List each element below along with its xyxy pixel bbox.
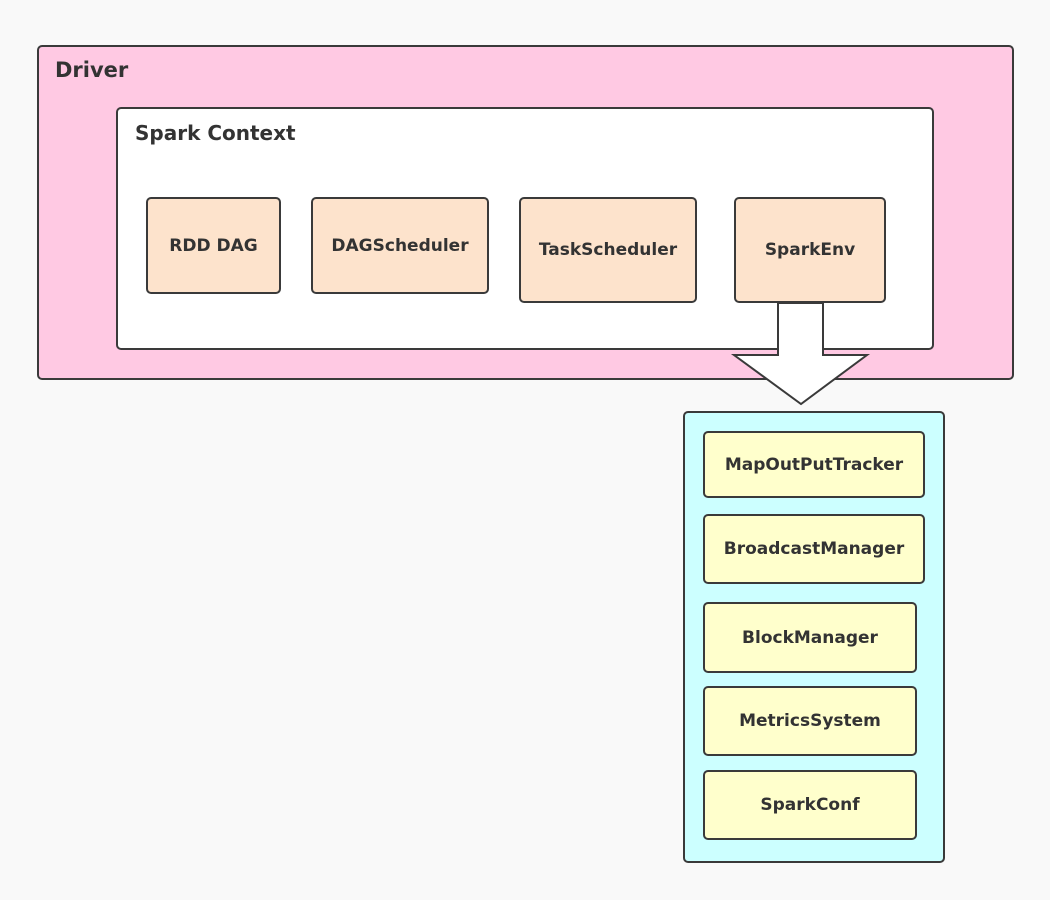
map-output-tracker-box: MapOutPutTracker: [703, 431, 925, 498]
broadcast-manager-box: BroadcastManager: [703, 514, 925, 584]
metrics-system-box: MetricsSystem: [703, 686, 917, 756]
dag-scheduler-box: DAGScheduler: [311, 197, 489, 294]
task-scheduler-box: TaskScheduler: [519, 197, 697, 303]
spark-conf-box: SparkConf: [703, 770, 917, 840]
rdd-dag-box: RDD DAG: [146, 197, 281, 294]
block-manager-box: BlockManager: [703, 602, 917, 673]
driver-title: Driver: [55, 58, 129, 82]
spark-context-title: Spark Context: [135, 121, 296, 145]
